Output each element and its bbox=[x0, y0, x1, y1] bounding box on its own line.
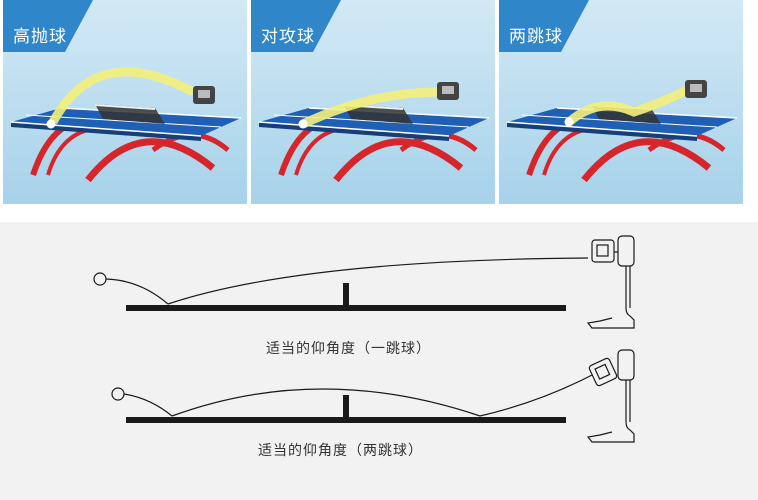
tag-banner bbox=[251, 0, 341, 52]
caption-two-bounce: 适当的仰角度（两跳球） bbox=[258, 443, 423, 459]
panel-counter-attack: 对攻球 bbox=[251, 0, 495, 204]
tag-banner bbox=[499, 0, 589, 52]
elevation-diagram-area: 适当的仰角度（一跳球） 适当的仰角度（两跳球） bbox=[0, 222, 758, 500]
panel-label-two-bounce: 两跳球 bbox=[509, 27, 563, 47]
high-toss-illustration bbox=[3, 0, 247, 204]
one-bounce-diagram bbox=[93, 235, 635, 329]
panel-label-high-toss: 高抛球 bbox=[13, 27, 67, 47]
panel-two-bounce: 两跳球 bbox=[499, 0, 743, 204]
tag-banner bbox=[3, 0, 93, 52]
caption-one-bounce: 适当的仰角度（一跳球） bbox=[266, 341, 431, 357]
panel-label-counter-attack: 对攻球 bbox=[261, 27, 315, 47]
two-bounce-diagram bbox=[111, 349, 635, 443]
elevation-diagrams bbox=[93, 235, 635, 443]
panel-high-toss: 高抛球 bbox=[3, 0, 247, 204]
ball-machine-two bbox=[586, 349, 635, 443]
ball-machine-one bbox=[586, 235, 635, 329]
